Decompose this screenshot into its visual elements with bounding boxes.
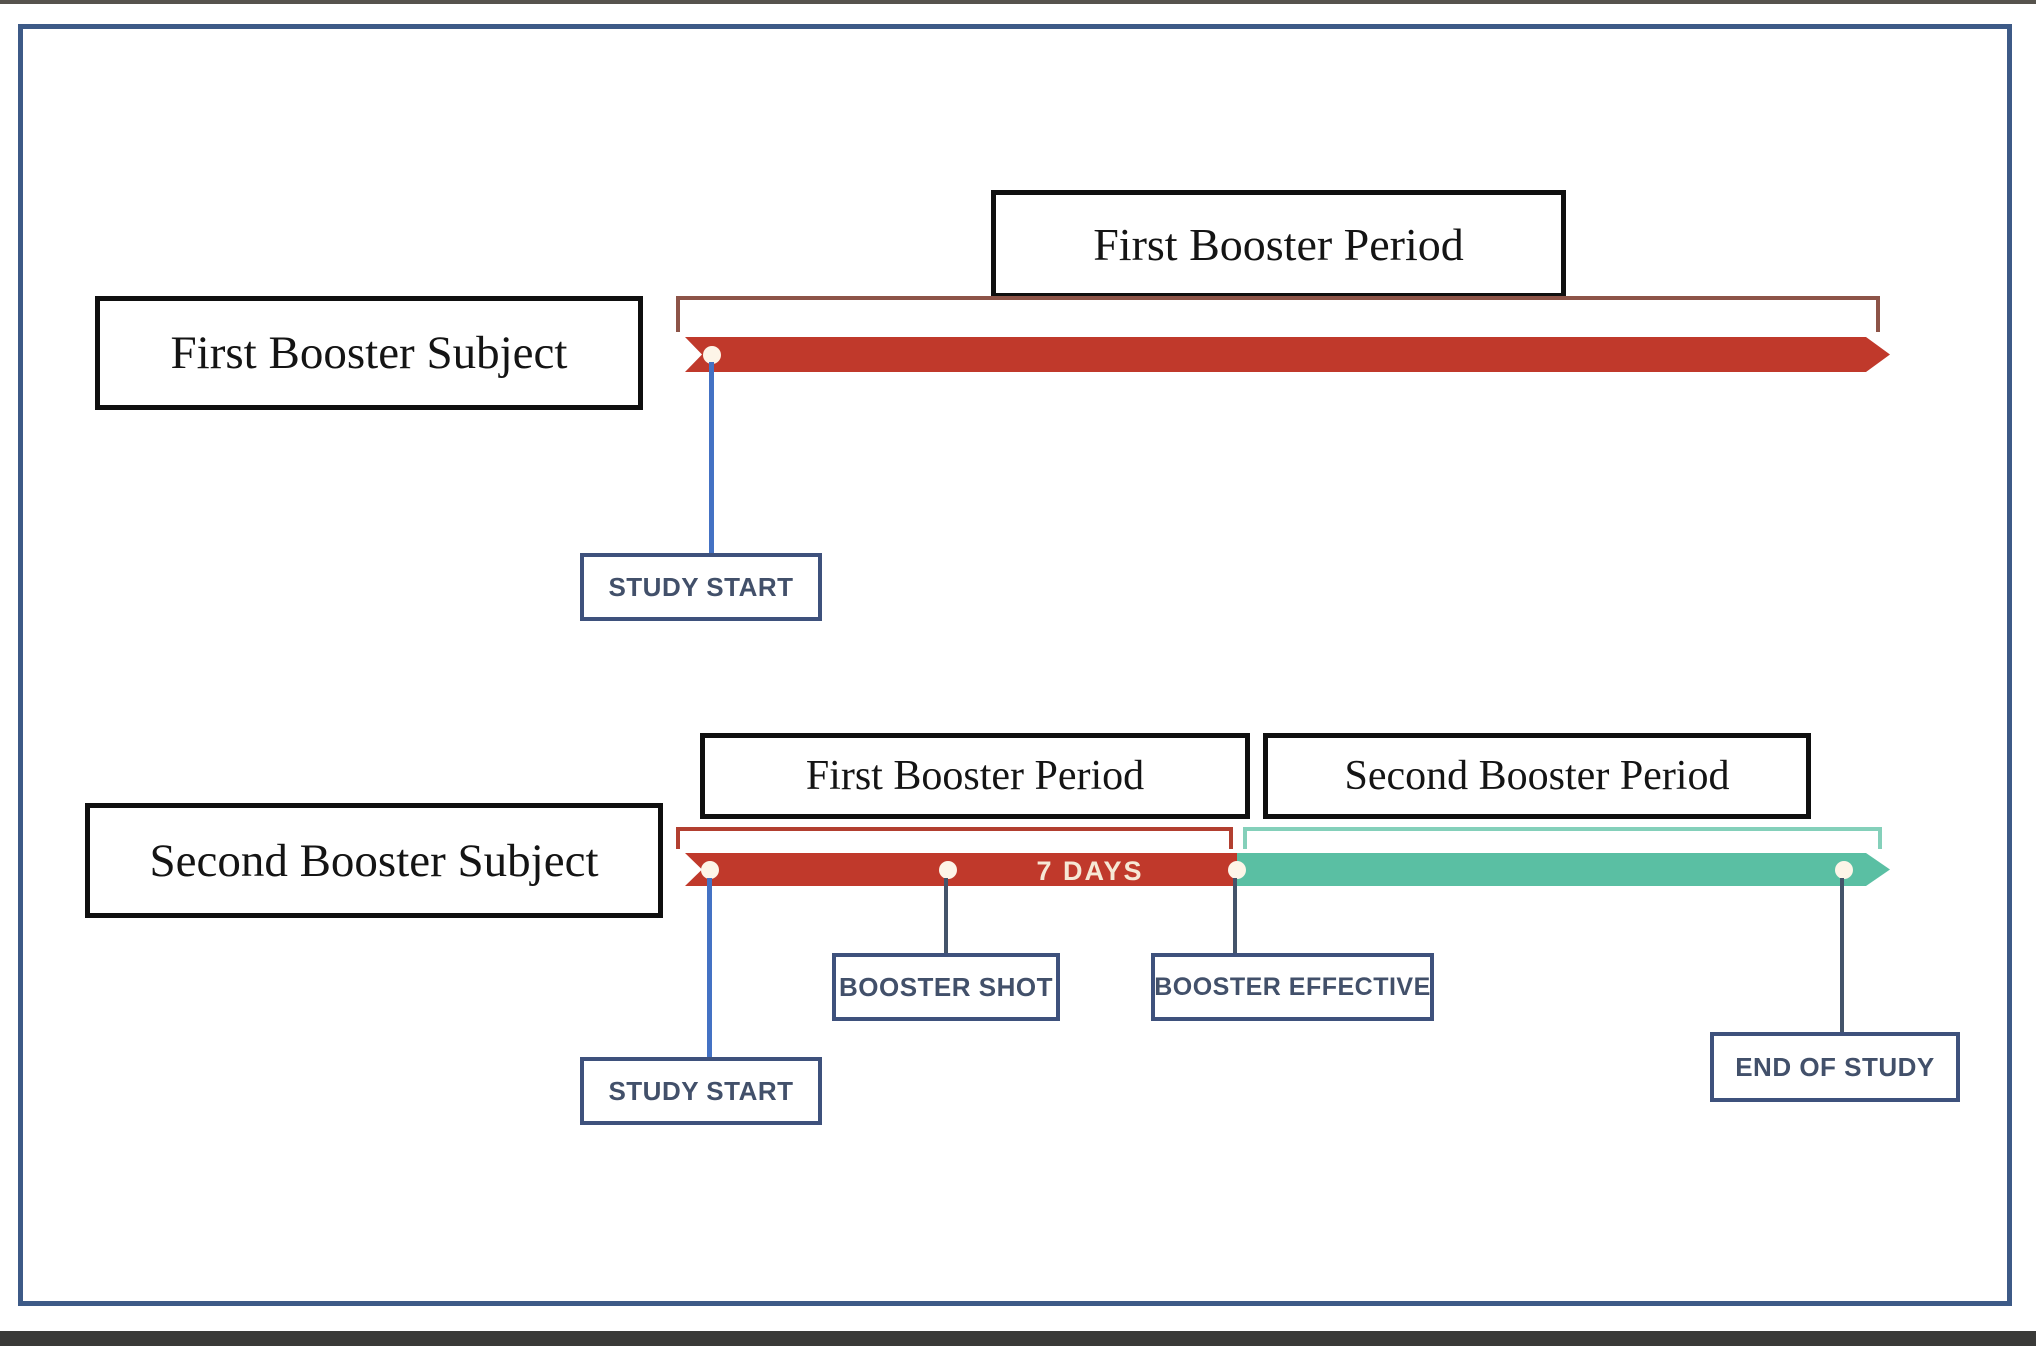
row1-period-bracket: [676, 296, 1880, 332]
row1-subject-box: First Booster Subject: [95, 296, 643, 410]
screenshot-top-edge: [0, 0, 2036, 4]
row2-booster-shot-connector: [944, 878, 948, 953]
row2-second-booster-bar: [1237, 853, 1890, 886]
row2-study-start-box: STUDY START: [580, 1057, 822, 1125]
row2-subject-box: Second Booster Subject: [85, 803, 663, 918]
milestone-dot-icon: [701, 861, 719, 879]
row2-booster-effective-label: BOOSTER EFFECTIVE: [1154, 972, 1431, 1001]
row2-end-of-study-label: END OF STUDY: [1735, 1051, 1935, 1082]
row2-period2-label: Second Booster Period: [1344, 753, 1730, 799]
row1-period-box: First Booster Period: [991, 190, 1566, 298]
row2-booster-effective-connector: [1233, 878, 1237, 953]
row1-study-start-box: STUDY START: [580, 553, 822, 621]
row2-first-booster-bar: [685, 853, 1237, 886]
row2-period1-label: First Booster Period: [805, 753, 1145, 799]
row1-study-start-label: STUDY START: [608, 571, 794, 602]
milestone-dot-icon: [1228, 861, 1246, 879]
row2-period2-box: Second Booster Period: [1263, 733, 1811, 819]
row2-booster-effective-box: BOOSTER EFFECTIVE: [1151, 953, 1434, 1021]
row2-duration-label: 7 DAYS: [1036, 856, 1144, 886]
row2-first-period-bracket: [676, 827, 1233, 849]
milestone-dot-icon: [703, 346, 721, 364]
row2-booster-shot-label: BOOSTER SHOT: [838, 971, 1053, 1002]
row2-period1-box: First Booster Period: [700, 733, 1250, 819]
milestone-dot-icon: [939, 861, 957, 879]
row2-end-of-study-connector: [1840, 878, 1844, 1032]
row2-subject-label: Second Booster Subject: [149, 834, 599, 887]
row2-study-start-connector: [707, 878, 712, 1057]
row2-booster-shot-box: BOOSTER SHOT: [832, 953, 1060, 1021]
screenshot-bottom-edge: [0, 1331, 2036, 1346]
row2-study-start-label: STUDY START: [608, 1075, 794, 1106]
row2-second-period-bracket: [1243, 827, 1882, 849]
row2-end-of-study-box: END OF STUDY: [1710, 1032, 1960, 1102]
milestone-dot-icon: [1835, 861, 1853, 879]
row1-subject-label: First Booster Subject: [170, 327, 568, 379]
row1-study-start-connector: [709, 362, 714, 553]
row1-first-booster-bar: [685, 337, 1890, 372]
row1-period-label: First Booster Period: [1093, 218, 1464, 270]
